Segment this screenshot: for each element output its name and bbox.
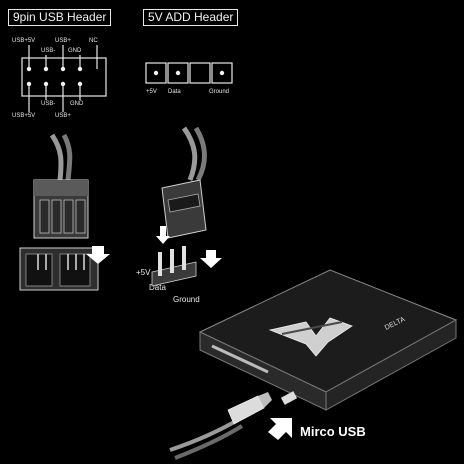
pin-label-usbplus-top: USB+ <box>55 38 71 44</box>
pin-label-gnd-bottom: GND <box>70 101 84 107</box>
pin-label-usbminus-bottom: USB- <box>41 101 56 107</box>
add-pin-label-5v: +5V <box>146 89 157 95</box>
pin-label-usbminus-top: USB- <box>41 48 56 54</box>
usb-9pin-plug-icon <box>33 133 89 239</box>
usb-9pin-socket-icon <box>19 247 99 291</box>
pin-label-usb5v-bottom: USB+5V <box>12 113 36 119</box>
pin-label-gnd-top: GND <box>68 48 82 54</box>
micro-usb-arrow-icon <box>268 418 292 440</box>
pin-label-nc: NC <box>89 38 98 44</box>
add-5v-pins-icon <box>151 246 197 287</box>
add-5v-plug-icon <box>161 126 207 239</box>
micro-usb-label: Mirco USB <box>300 424 366 439</box>
connector-label-5v: +5V <box>136 268 151 277</box>
connector-label-ground: Ground <box>173 295 200 304</box>
add-pin-label-ground: Ground <box>209 89 230 95</box>
add-5v-header-icon <box>145 62 233 84</box>
ssd-drive-icon <box>198 269 458 411</box>
add-plug-arrow-icon <box>156 226 170 244</box>
add-pin-label-data: Data <box>168 89 181 95</box>
connector-label-data: Data <box>149 283 166 292</box>
pin-label-usbplus-bottom: USB+ <box>55 113 71 119</box>
down-arrow-icon <box>86 246 110 264</box>
usb-9pin-dots <box>26 66 83 87</box>
add-down-arrow-icon <box>200 250 222 268</box>
micro-usb-cable-icon <box>169 392 272 460</box>
add-header-title: 5V ADD Header <box>143 9 239 26</box>
usb-9pin-header-icon <box>21 45 107 112</box>
pin-label-usb5v-top: USB+5V <box>12 38 36 44</box>
usb-header-title: 9pin USB Header <box>8 9 112 26</box>
